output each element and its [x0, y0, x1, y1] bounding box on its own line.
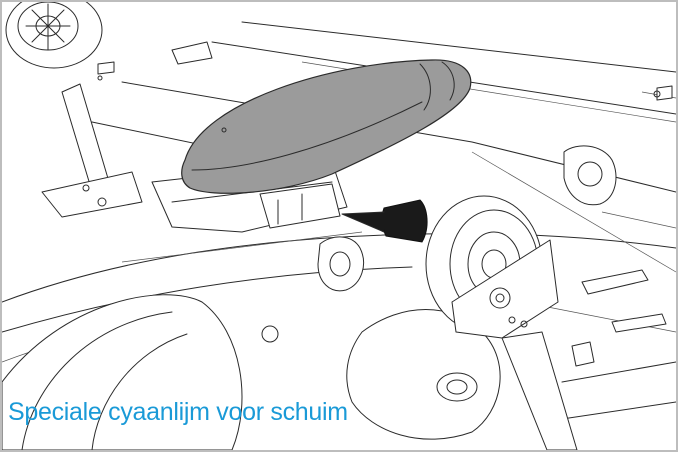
caption-label: Speciale cyaanlijm voor schuim	[8, 398, 348, 426]
landing-gear-wheel-main	[425, 195, 595, 450]
grey-pod-part	[181, 59, 472, 194]
landing-gear-wheel-front	[5, 2, 143, 218]
wing-fittings	[97, 41, 673, 343]
engine-nacelle	[2, 294, 501, 450]
cyanoacrylate-glue-bottle-icon	[341, 199, 428, 243]
wing-screws	[97, 75, 661, 133]
